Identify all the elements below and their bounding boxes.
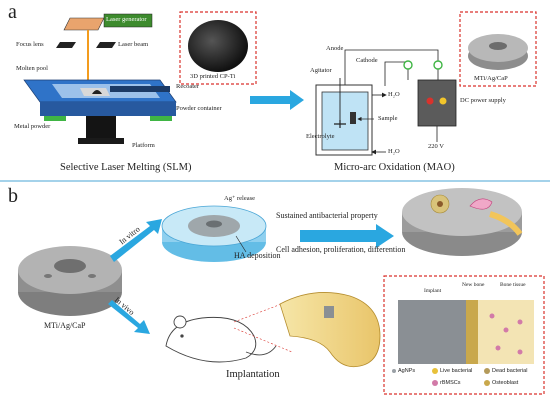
rbmscs-icon: [432, 380, 438, 386]
dc-power-supply: [417, 79, 457, 127]
outcome-arrow: [300, 224, 394, 248]
dead-bacterial-icon: [484, 368, 490, 374]
molten-pool: [92, 90, 102, 94]
label-laser-generator: Laser generator: [106, 16, 147, 23]
powder-container-right: [150, 116, 172, 121]
label-metal-powder: Metal powder: [14, 123, 51, 130]
label-cell-adhesion: Cell adhesion, proliferation, differenti…: [276, 245, 406, 254]
label-mti-inset: MTi/Ag/CaP: [474, 75, 508, 82]
label-focus-lens: Focus lens: [16, 41, 44, 48]
mti-disc-small-hole: [489, 42, 507, 50]
agitator-blade: [334, 120, 346, 128]
build-chamber-front: [40, 102, 176, 116]
in-vitro-arrow: [110, 219, 162, 262]
cooling-tank: [315, 84, 373, 156]
process-arrow-a: [250, 90, 304, 110]
implant-site-line-2: [233, 327, 293, 353]
inset-cell-2: [503, 327, 509, 333]
label-new-bone: New bone: [462, 282, 485, 288]
label-dc-supply: DC power supply: [460, 97, 506, 104]
inset-implant: [398, 300, 466, 364]
dc-terminal-yellow: [439, 97, 447, 105]
laser-generator-box: [63, 17, 105, 31]
ha-deposition-pointer: [235, 235, 247, 253]
cathode-wire: [384, 61, 409, 86]
label-mti-sample: MTi/Ag/CaP: [44, 321, 86, 330]
label-sustained: Sustained antibacterial property: [276, 211, 378, 220]
legend-dead-bacterial: Dead bacterial: [484, 368, 527, 374]
label-powder-container: Powder container: [176, 105, 222, 112]
mao-setup: [315, 49, 457, 156]
legend-live-bacterial: Live bacterial: [432, 368, 472, 374]
meter-2: [433, 60, 443, 70]
label-voltage: 220 V: [428, 143, 444, 150]
mti-sample-large: [18, 246, 122, 316]
femur-illustration: [279, 292, 381, 368]
label-electrolyte: Electrolyte: [306, 133, 335, 140]
caption-slm: Selective Laser Melting (SLM): [60, 162, 192, 173]
mouse-illustration: [165, 315, 277, 363]
label-h2o-top: H₂O: [388, 91, 400, 98]
recoater: [110, 86, 170, 92]
label-ag-release: Ag⁺ release: [224, 195, 256, 202]
panel-a-letter: a: [8, 1, 17, 23]
label-sample: Sample: [378, 115, 398, 122]
label-anode: Anode: [326, 45, 344, 52]
meter-1: [403, 60, 413, 70]
panel-b-letter: b: [8, 185, 18, 207]
in-vivo-arrow: [108, 300, 150, 334]
inset-new-bone: [466, 300, 478, 364]
platform-base: [78, 138, 124, 144]
focus-lens-right: [96, 42, 116, 48]
legend-agnps: AgNPs: [392, 368, 415, 374]
label-molten-pool: Molten pool: [16, 65, 48, 72]
label-recoater: Recoater: [176, 83, 200, 90]
legend-rbmscs: rBMSCs: [432, 380, 460, 386]
inset-cell-1: [489, 313, 495, 319]
label-laser-beam: Laser beam: [118, 41, 149, 48]
cell-adhesion-disc: [402, 188, 523, 256]
inset-cell-4: [517, 319, 523, 325]
legend-osteoblast: Osteoblast: [484, 380, 518, 386]
cp-ti-disc: [188, 20, 248, 72]
inset-cell-3: [495, 345, 501, 351]
live-bacterial-icon: [432, 368, 438, 374]
laser-generator-head: [103, 13, 153, 28]
label-h2o-bottom: H₂O: [388, 148, 400, 155]
label-implant: Implant: [424, 288, 442, 294]
electrolyte-cell: [321, 91, 369, 151]
dc-terminal-red: [426, 97, 434, 105]
platform-piston: [86, 116, 116, 140]
caption-mao: Micro-arc Oxidation (MAO): [334, 162, 455, 173]
osteoblast-icon: [484, 380, 490, 386]
powder-container-left: [44, 116, 66, 121]
label-agitator: Agitator: [310, 67, 332, 74]
petri-dish: [161, 205, 267, 262]
sample-block: [350, 112, 356, 124]
label-cp-ti: 3D printed CP-Ti: [190, 73, 236, 80]
inset-cell-5: [517, 349, 523, 355]
slm-machine: [23, 13, 177, 144]
agnps-icon: [392, 369, 396, 373]
label-platform: Platform: [132, 142, 155, 149]
focus-lens-left: [56, 42, 76, 48]
label-implantation: Implantation: [226, 369, 280, 380]
label-bone-tissue: Bone tissue: [500, 282, 526, 288]
label-cathode: Cathode: [356, 57, 378, 64]
label-ha-deposition: HA deposition: [234, 251, 281, 260]
